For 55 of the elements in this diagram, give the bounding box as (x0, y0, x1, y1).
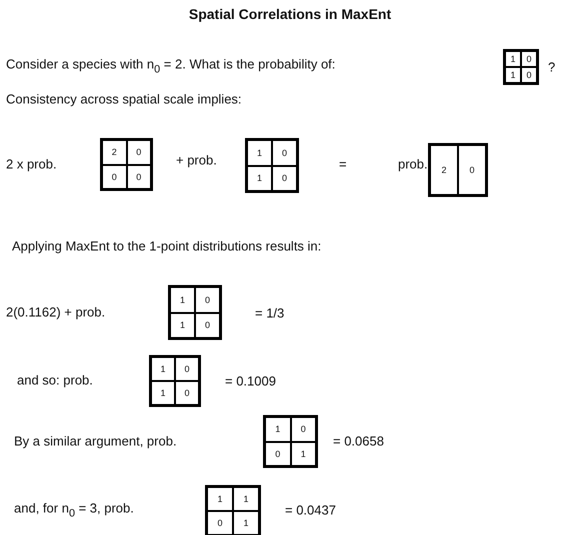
formula-text: = 0.0658 (333, 434, 384, 448)
grid-diagram (503, 49, 539, 85)
grid-diagram (263, 415, 318, 468)
grid-cell: 1 (151, 357, 175, 381)
grid-diagram (428, 143, 488, 197)
grid-cell: 2 (102, 140, 126, 164)
formula-text: prob. (398, 156, 428, 172)
formula-text: + prob. (176, 152, 217, 168)
grid-cell: 1 (170, 312, 195, 338)
grid-cell: 0 (195, 287, 220, 312)
formula-text: Applying MaxEnt to the 1-point distributions results in: (12, 238, 322, 254)
grid-diagram (168, 285, 222, 340)
grid-cell: 1 (151, 381, 175, 405)
grid-cell: 0 (521, 51, 537, 67)
grid-cell: 0 (175, 381, 199, 405)
grid-cell: 1 (505, 67, 521, 83)
formula-text: = 1/3 (255, 306, 284, 320)
grid-cell: 0 (265, 442, 290, 466)
grid-diagram (205, 485, 261, 535)
grid-cell: 0 (126, 164, 151, 189)
grid-cell: 0 (458, 145, 486, 195)
formula-text: Consider a species with n$_{0}$ = 2. What is the probability of: (6, 56, 336, 76)
grid-cell: 1 (290, 442, 316, 466)
grid-cell: 1 (233, 511, 259, 535)
grid-cell: 0 (126, 140, 151, 164)
formula-text: and, for n$_{0}$ = 3, prob. (14, 500, 134, 520)
grid-cell: 0 (175, 357, 199, 381)
grid-cell: 1 (247, 140, 272, 166)
grid-cell: 0 (207, 511, 233, 535)
grid-cell: 0 (102, 164, 126, 189)
grid-cell: 1 (207, 487, 233, 511)
grid-cell: 1 (170, 287, 195, 312)
grid-cell: 0 (272, 166, 297, 191)
grid-diagram (149, 355, 201, 407)
formula-text: 2 x prob. (6, 156, 57, 172)
grid-cell: 1 (265, 417, 290, 442)
formula-text: ? (548, 60, 556, 74)
formula-text: Consistency across spatial scale implies: (6, 92, 242, 106)
grid-diagram (245, 138, 299, 193)
formula-text: By a similar argument, prob. (14, 434, 177, 448)
grid-diagram (100, 138, 153, 191)
grid-cell: 1 (247, 166, 272, 191)
formula-text: = (339, 156, 347, 172)
grid-cell: 1 (505, 51, 521, 67)
formula-text: = 0.1009 (225, 374, 276, 388)
title: Spatial Correlations in MaxEnt (188, 6, 392, 22)
grid-cell: 0 (290, 417, 316, 442)
grid-cell: 1 (233, 487, 259, 511)
formula-text: = 0.0437 (285, 502, 336, 518)
grid-cell: 0 (272, 140, 297, 166)
formula-text: 2(0.1162) + prob. (6, 304, 106, 320)
grid-cell: 0 (195, 312, 220, 338)
grid-cell: 2 (430, 145, 458, 195)
grid-cell: 0 (521, 67, 537, 83)
formula-text: and so: prob. (17, 372, 93, 388)
